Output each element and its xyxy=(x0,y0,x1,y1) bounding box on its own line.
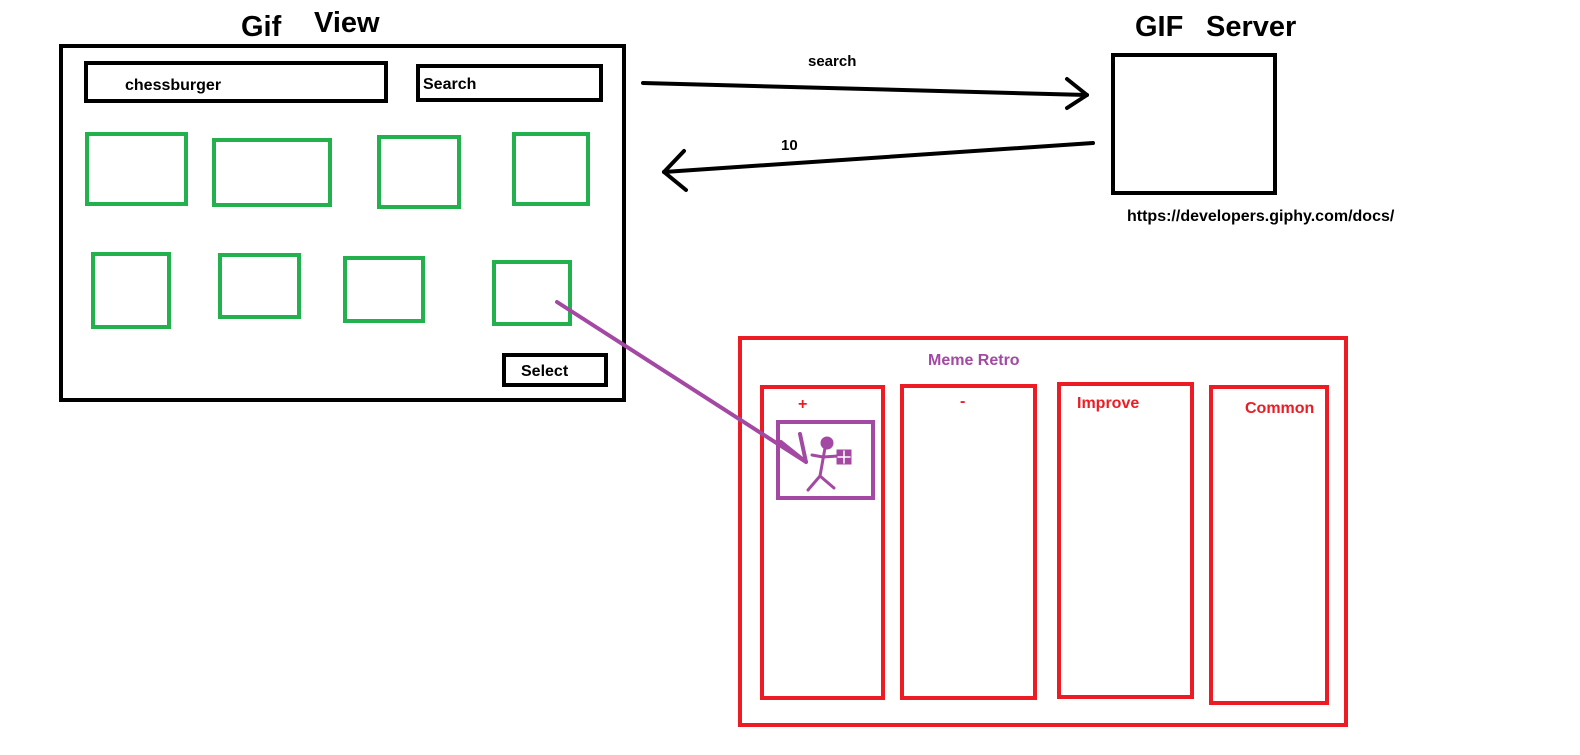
select-to-retro-arrow xyxy=(555,300,808,464)
meme-retro-board xyxy=(738,336,1348,727)
gif-server-title-word1: GIF xyxy=(1135,11,1184,43)
gif-view-frame xyxy=(59,44,626,402)
retro-column-improve[interactable] xyxy=(1057,382,1194,699)
search-request-arrowhead xyxy=(1065,77,1089,110)
retro-column-label: Improve xyxy=(1077,395,1140,412)
retro-column-label: Common xyxy=(1245,400,1315,417)
gif-server-title-word2: Server xyxy=(1206,11,1297,43)
search-request-label: search xyxy=(808,53,857,70)
select-button-label: Select xyxy=(521,363,569,380)
gif-view-title-word1: Gif xyxy=(241,11,282,43)
select-to-retro-arrowhead xyxy=(779,432,808,464)
response-count-label: 10 xyxy=(781,137,798,154)
gif-view-title-word2: View xyxy=(314,7,380,39)
gif-server-box xyxy=(1111,53,1277,195)
select-button[interactable]: Select xyxy=(502,353,608,387)
response-arrow xyxy=(662,141,1095,174)
meme-retro-title: Meme Retro xyxy=(928,352,1020,369)
retro-column-label: - xyxy=(960,393,966,410)
gif-thumbnail[interactable] xyxy=(91,252,171,329)
retro-column-common[interactable] xyxy=(1209,385,1329,705)
search-input[interactable]: chessburger xyxy=(84,61,388,103)
gif-server-url: https://developers.giphy.com/docs/ xyxy=(1127,208,1395,225)
search-button[interactable]: Search xyxy=(416,64,603,102)
stick-figure-with-gift-icon xyxy=(806,436,852,492)
search-request-arrow xyxy=(641,81,1089,97)
gif-thumbnail[interactable] xyxy=(377,135,461,209)
gif-thumbnail[interactable] xyxy=(218,253,301,319)
retro-column-label: + xyxy=(798,396,808,413)
gif-thumbnail[interactable] xyxy=(492,260,572,326)
selected-gif-card[interactable] xyxy=(776,420,875,500)
retro-column-minus[interactable] xyxy=(900,384,1037,700)
search-button-label: Search xyxy=(423,76,477,93)
gif-thumbnail[interactable] xyxy=(212,138,332,207)
gif-thumbnail[interactable] xyxy=(512,132,590,206)
gif-thumbnail[interactable] xyxy=(343,256,425,323)
search-input-value: chessburger xyxy=(125,77,222,94)
retro-column-plus[interactable] xyxy=(760,385,885,700)
gif-thumbnail[interactable] xyxy=(85,132,188,206)
response-arrowhead xyxy=(662,149,688,192)
